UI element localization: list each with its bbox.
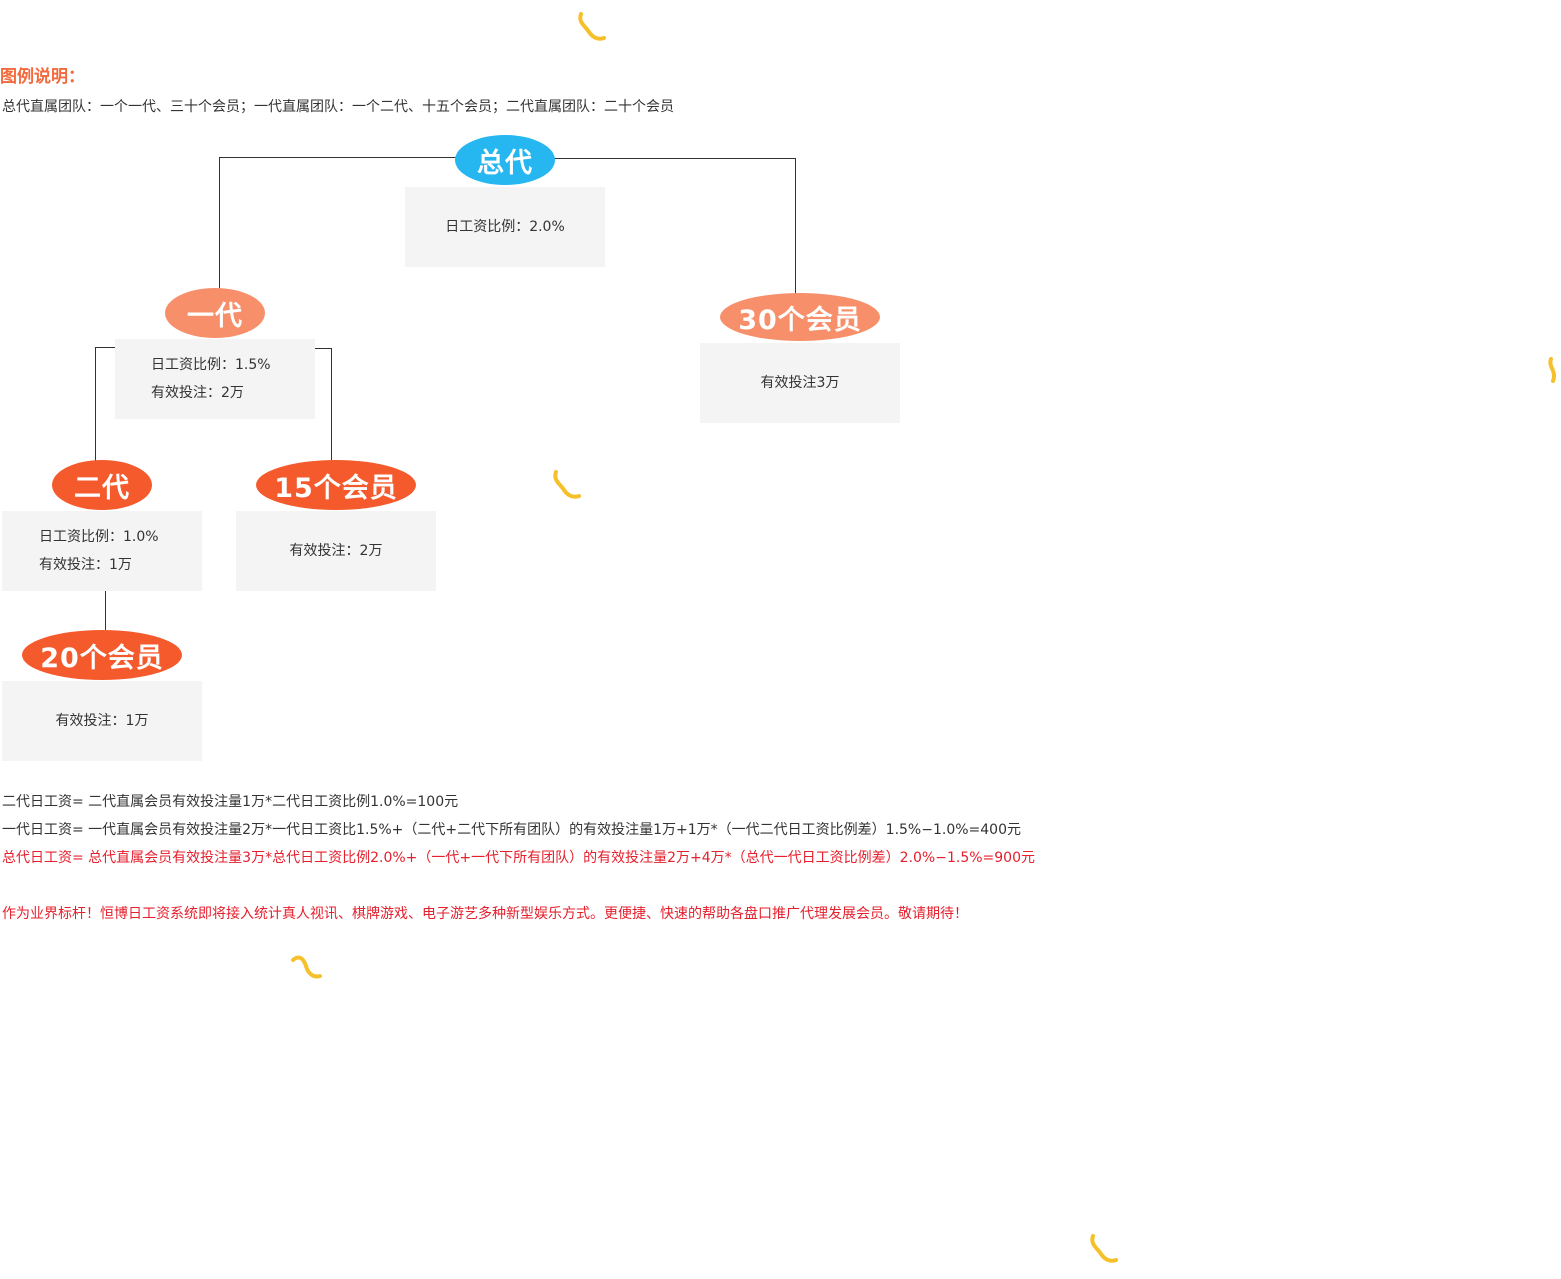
node-20-members-label: 20个会员 [40,642,164,674]
info-box-top-agent: 日工资比例：2.0% [405,187,605,267]
formula-top-agent: 总代日工资= 总代直属会员有效投注量3万*总代日工资比例2.0%+（一代+一代下… [2,850,1035,866]
legend-title: 图例说明： [0,67,85,87]
node-second-agent-label: 二代 [74,472,130,504]
formula-second-agent: 二代日工资= 二代直属会员有效投注量1万*二代日工资比例1.0%=100元 [2,794,459,810]
info-box-30-members: 有效投注3万 [700,343,900,423]
ribbon-decoration-icon [1548,357,1556,383]
node-top-agent: 总代 [455,135,555,185]
info-text: 有效投注：2万 [151,385,244,401]
announcement-text: 作为业界标杆！恒博日工资系统即将接入统计真人视讯、棋牌游戏、电子游艺多种新型娱乐… [2,906,968,922]
connector-top-right-h [553,158,796,159]
info-text: 有效投注：2万 [289,543,383,559]
ribbon-decoration-icon [578,12,606,41]
info-box-15-members: 有效投注：2万 [236,511,436,591]
formula-first-agent: 一代日工资= 一代直属会员有效投注量2万*一代日工资比1.5%+（二代+二代下所… [2,822,1021,838]
connector-top-right-v [795,158,796,295]
node-30-members: 30个会员 [720,293,880,341]
node-second-agent: 二代 [52,460,152,510]
node-first-agent: 一代 [165,288,265,338]
info-text: 有效投注：1万 [55,713,149,729]
ribbon-decoration-icon [1090,1234,1118,1263]
connector-first-right-v [331,348,332,462]
node-first-agent-label: 一代 [187,300,243,332]
ribbon-decoration-icon [291,955,322,979]
ribbon-decoration-icon [553,470,581,499]
connector-top-left-v [219,157,220,291]
node-top-agent-label: 总代 [477,147,533,179]
connector-second-down-v [105,590,106,630]
info-text: 有效投注3万 [760,375,840,391]
node-15-members-label: 15个会员 [274,472,398,504]
info-box-first-agent: 日工资比例：1.5% 有效投注：2万 [115,339,315,419]
node-15-members: 15个会员 [256,460,416,510]
connector-first-right-h [315,348,332,349]
info-box-second-agent: 日工资比例：1.0% 有效投注：1万 [2,511,202,591]
info-text: 日工资比例：1.0% [39,529,159,545]
info-text: 日工资比例：1.5% [151,357,271,373]
node-30-members-label: 30个会员 [738,304,862,336]
node-20-members: 20个会员 [22,630,182,680]
connector-first-left-h [95,347,116,348]
info-text: 有效投注：1万 [39,557,132,573]
info-text: 日工资比例：2.0% [445,219,565,235]
connector-first-left-v [95,347,96,461]
connector-top-left-h [219,157,456,158]
legend-description: 总代直属团队：一个一代、三十个会员；一代直属团队：一个二代、十五个会员；二代直属… [2,99,674,115]
info-box-20-members: 有效投注：1万 [2,681,202,761]
